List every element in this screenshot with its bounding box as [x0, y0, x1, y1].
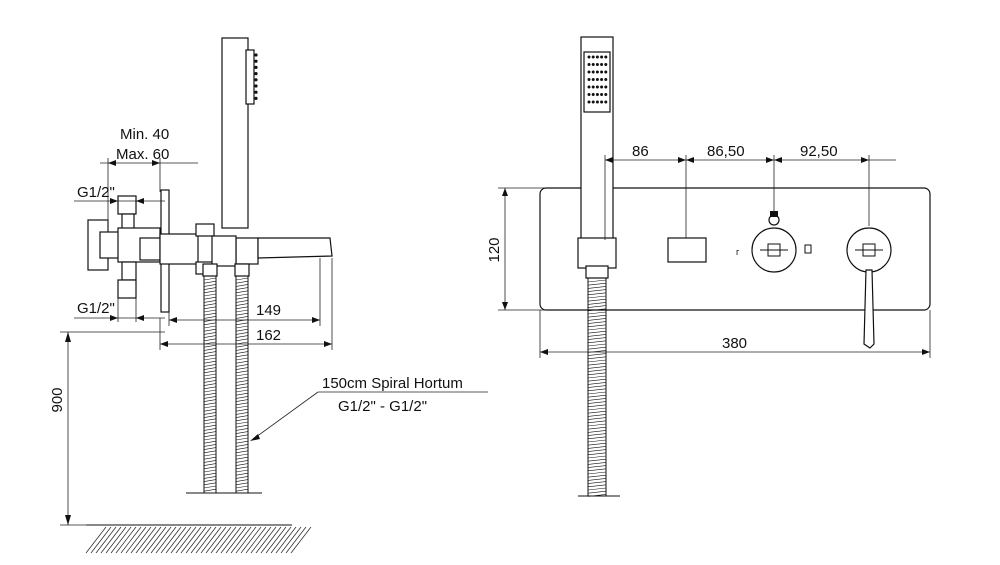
- dim-162-label: 162: [256, 327, 281, 344]
- thread-top-dim: G1/2": [74, 184, 165, 204]
- thread-top-label: G1/2": [77, 184, 115, 201]
- hose-label-1: 150cm Spiral Hortum: [322, 375, 463, 392]
- diverter-knob: [667, 237, 707, 263]
- min-label: Min. 40: [120, 126, 169, 143]
- thermostat-handle: ᴦ: [736, 211, 812, 273]
- dim-149-label: 149: [256, 302, 281, 319]
- hose-label-2: G1/2" - G1/2": [338, 398, 427, 415]
- dimension-380: 380: [539, 310, 931, 358]
- thread-bottom-dim: G1/2": [74, 298, 165, 322]
- dimension-min-max: Min. 40 Max. 60: [100, 126, 198, 232]
- hose-callout: 150cm Spiral Hortum G1/2" - G1/2": [250, 375, 488, 441]
- dim-86-label: 86: [632, 143, 649, 160]
- dimension-120: 120: [486, 187, 545, 311]
- side-view: 900: [49, 37, 488, 554]
- valve-body: [87, 195, 215, 299]
- front-plate: [539, 187, 931, 311]
- thread-bottom-label: G1/2": [77, 300, 115, 317]
- dimension-top-chain: 86 86,50 92,50: [604, 143, 896, 240]
- dim-92-50-label: 92,50: [800, 143, 838, 160]
- dimension-900: 900: [49, 331, 165, 526]
- max-label: Max. 60: [116, 146, 169, 163]
- hand-shower-side: [221, 37, 258, 229]
- front-view: ᴦ 86 86,50 92,50: [486, 36, 931, 497]
- dimension-149-162: 149 162: [159, 258, 333, 350]
- hose-side: [186, 263, 262, 494]
- dim-86-50-label: 86,50: [707, 143, 745, 160]
- floor-hatch: [85, 524, 312, 554]
- svg-text:ᴦ: ᴦ: [736, 247, 740, 257]
- spout: [211, 235, 333, 267]
- hand-shower-front: [577, 36, 620, 497]
- dim-380-label: 380: [722, 335, 747, 352]
- dim-900-label: 900: [49, 387, 66, 412]
- dim-120-label: 120: [486, 237, 503, 262]
- mixer-lever: [846, 227, 892, 349]
